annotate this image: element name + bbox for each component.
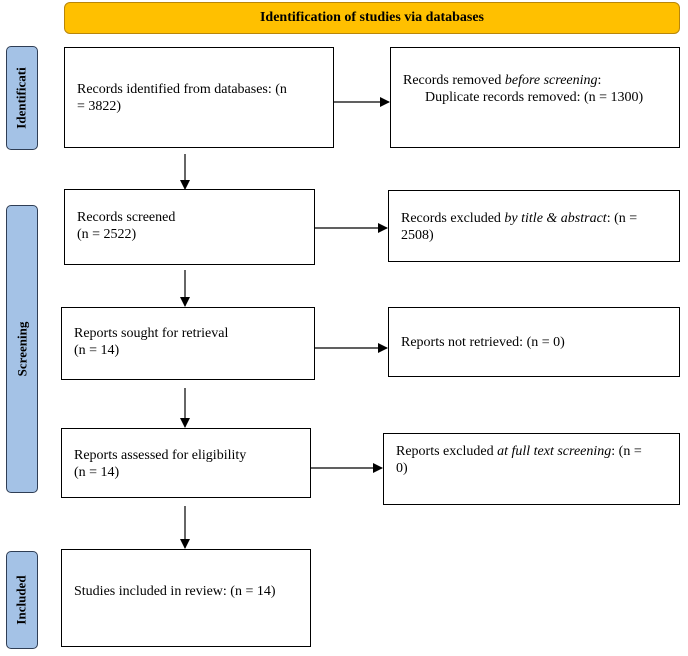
reports-assessed-box: Reports assessed for eligibility (n = 14… (61, 428, 311, 498)
reports-sought-box: Reports sought for retrieval (n = 14) (61, 307, 315, 380)
records-screened-line2: (n = 2522) (77, 227, 137, 242)
header-banner: Identification of studies via databases (64, 2, 680, 34)
reports-excluded-line2: 0) (396, 461, 408, 476)
studies-included-box: Studies included in review: (n = 14) (61, 549, 311, 647)
phase-included: Included (6, 551, 38, 649)
records-removed-line1: Records removed before screening: (403, 73, 602, 88)
records-identified-box: Records identified from databases: (n = … (64, 47, 334, 148)
records-removed-line2: Duplicate records removed: (n = 1300) (425, 90, 644, 105)
header-title: Identification of studies via databases (259, 10, 485, 25)
phase-identification: Identificati (6, 46, 38, 150)
reports-not-retrieved-line1: Reports not retrieved: (n = 0) (401, 335, 565, 350)
records-removed-box: Records removed before screening: Duplic… (390, 47, 680, 148)
reports-excluded-box: Reports excluded at full text screening:… (383, 433, 680, 505)
records-excluded-line2: 2508) (401, 228, 434, 243)
phase-screening: Screening (6, 205, 38, 493)
reports-not-retrieved-box: Reports not retrieved: (n = 0) (388, 307, 680, 377)
records-screened-line1: Records screened (77, 210, 176, 225)
records-identified-line2: = 3822) (77, 99, 122, 114)
records-identified-line1: Records identified from databases: (n (77, 82, 287, 97)
reports-assessed-line1: Reports assessed for eligibility (74, 448, 247, 463)
reports-excluded-line1: Reports excluded at full text screening:… (396, 444, 642, 459)
records-excluded-box: Records excluded by title & abstract: (n… (388, 190, 680, 262)
reports-sought-line1: Reports sought for retrieval (74, 326, 229, 341)
reports-assessed-line2: (n = 14) (74, 465, 120, 480)
studies-included-line1: Studies included in review: (n = 14) (74, 584, 276, 599)
records-screened-box: Records screened (n = 2522) (64, 189, 315, 265)
reports-sought-line2: (n = 14) (74, 343, 120, 358)
records-excluded-line1: Records excluded by title & abstract: (n… (401, 211, 638, 226)
